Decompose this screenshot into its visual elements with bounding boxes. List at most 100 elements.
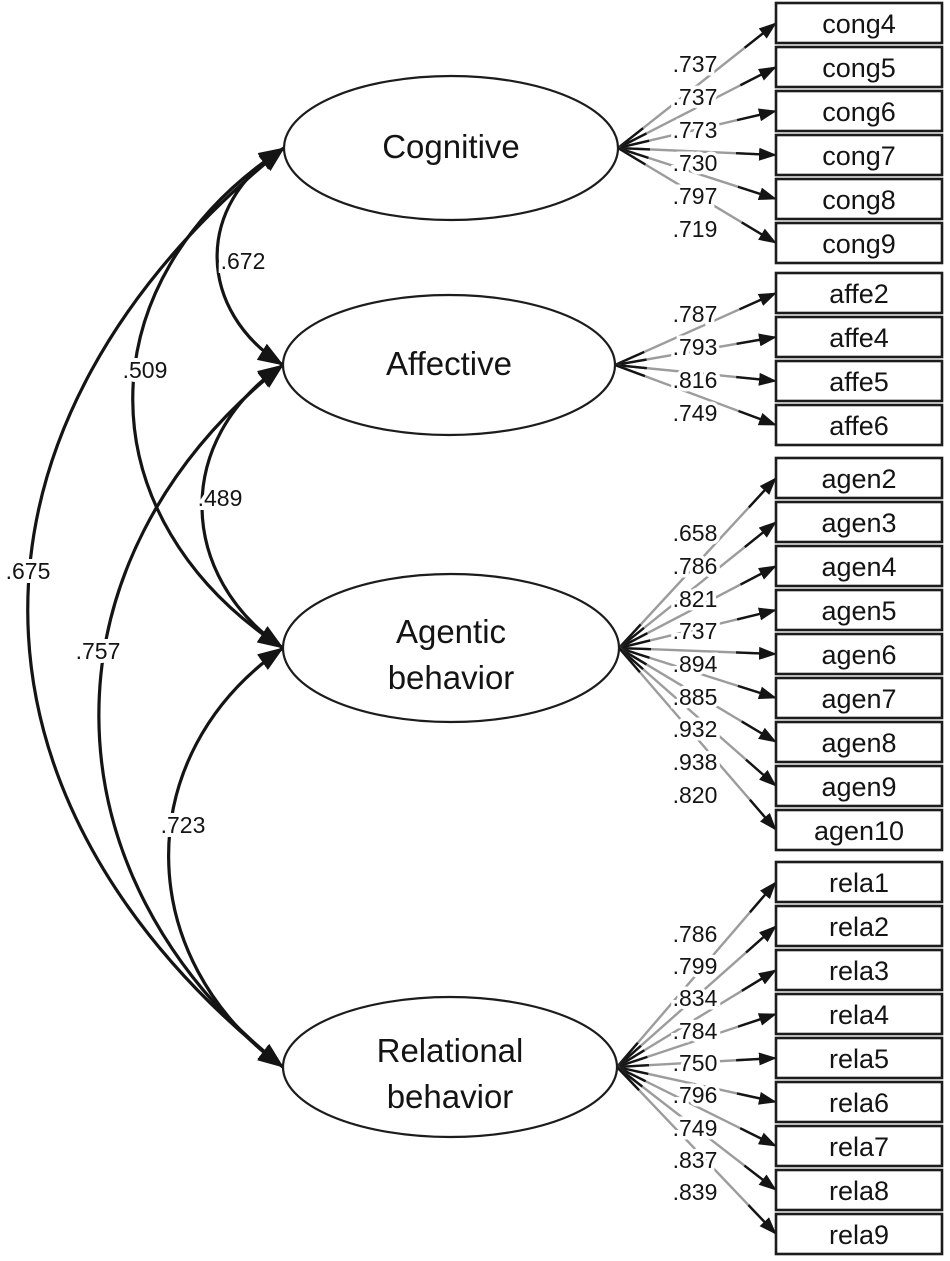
loading-path-start-agen6 — [618, 646, 652, 651]
loading-value-cong4: .737 — [673, 51, 718, 77]
loading-path-end-affe2 — [738, 298, 762, 311]
indicator-label-rela6: rela6 — [829, 1088, 889, 1118]
loading-value-cong6: .773 — [673, 117, 718, 143]
indicator-box-agen9 — [774, 764, 944, 808]
loading-path-end-affe6 — [738, 409, 762, 421]
loading-path-start-agen4 — [618, 632, 648, 650]
loading-path-start-affe4 — [614, 358, 647, 367]
loading-value-rela1: .786 — [673, 921, 718, 947]
loading-path-end-affe5 — [736, 375, 761, 381]
loading-path-start-rela4 — [616, 1055, 648, 1069]
loading-path-end-rela8 — [743, 1164, 765, 1182]
indicator-label-affe5: affe5 — [829, 367, 889, 397]
indicator-label-cong8: cong8 — [822, 185, 896, 215]
indicator-box-agen3 — [774, 500, 944, 544]
loading-path-end-affe4 — [736, 338, 761, 346]
indicator-box-affe2 — [774, 271, 944, 315]
indicator-label-affe6: affe6 — [829, 411, 889, 441]
indicator-label-agen10: agen10 — [814, 816, 904, 846]
correlation-arc-affective-relational — [97, 363, 284, 1069]
indicator-label-cong4: cong4 — [822, 9, 896, 39]
loading-value-rela8: .837 — [673, 1147, 718, 1173]
loading-value-cong8: .797 — [673, 183, 718, 209]
indicator-box-cong4 — [774, 1, 944, 45]
indicator-label-rela2: rela2 — [829, 912, 889, 942]
factor-ellipse-relational — [281, 995, 619, 1139]
loading-path-agen10 — [618, 647, 777, 831]
correlation-arc-cognitive-agentic — [131, 146, 285, 650]
indicator-box-agen7 — [774, 676, 944, 720]
indicator-box-cong8 — [774, 177, 944, 221]
loading-value-affe2: .787 — [673, 301, 718, 327]
loading-path-end-agen10 — [748, 798, 767, 819]
correlation-value-agentic-relational: .723 — [161, 812, 206, 838]
loading-value-agen10: .820 — [673, 782, 718, 808]
indicator-label-agen5: agen5 — [821, 596, 896, 626]
indicator-label-rela8: rela8 — [829, 1176, 889, 1206]
loading-value-affe5: .816 — [673, 367, 718, 393]
loading-value-agen8: .932 — [673, 716, 718, 742]
indicator-label-rela7: rela7 — [829, 1132, 889, 1162]
indicator-label-rela4: rela4 — [829, 1000, 889, 1030]
loading-path-end-agen2 — [747, 488, 767, 509]
loading-path-start-cong5 — [617, 132, 648, 150]
correlation-arc-cognitive-relational — [26, 146, 286, 1069]
loading-path-end-rela9 — [747, 1204, 766, 1224]
indicator-box-rela7 — [774, 1124, 944, 1168]
correlation-value-cognitive-affective: .672 — [221, 248, 266, 274]
indicator-label-agen2: agen2 — [821, 464, 896, 494]
indicator-label-rela1: rela1 — [829, 868, 889, 898]
indicator-label-agen8: agen8 — [821, 728, 896, 758]
indicator-box-rela1 — [774, 860, 944, 904]
indicator-box-rela9 — [774, 1212, 944, 1256]
loading-value-affe6: .749 — [673, 400, 718, 426]
loading-value-agen4: .821 — [673, 586, 718, 612]
indicator-label-agen9: agen9 — [821, 772, 896, 802]
loading-value-agen7: .885 — [673, 684, 718, 710]
loading-path-start-affe6 — [614, 363, 646, 378]
loading-path-end-agen9 — [745, 758, 765, 777]
loading-path-end-cong8 — [737, 185, 762, 196]
indicator-label-cong6: cong6 — [822, 97, 896, 127]
loading-value-rela6: .796 — [673, 1082, 718, 1108]
loading-path-start-cong6 — [617, 139, 650, 150]
indicator-label-agen6: agen6 — [821, 640, 896, 670]
correlation-arc-agentic-relational — [167, 646, 284, 1069]
loading-path-start-agen10 — [618, 647, 641, 674]
loading-path-start-cong9 — [617, 146, 647, 166]
correlation-value-cognitive-agentic: .509 — [123, 357, 168, 383]
indicator-box-agen2 — [774, 456, 944, 500]
indicator-label-cong7: cong7 — [822, 141, 896, 171]
loading-path-end-agen6 — [735, 651, 761, 655]
loading-path-start-affe2 — [614, 350, 645, 367]
loading-value-affe4: .793 — [673, 334, 718, 360]
loading-path-rela1 — [616, 881, 777, 1068]
indicator-box-rela5 — [774, 1036, 944, 1080]
loading-path-end-rela5 — [735, 1057, 761, 1062]
indicator-box-rela8 — [774, 1168, 944, 1212]
loading-value-agen5: .737 — [673, 618, 718, 644]
loading-path-start-cong8 — [617, 146, 649, 159]
loading-value-cong7: .730 — [673, 150, 718, 176]
indicator-box-agen10 — [774, 808, 944, 852]
loading-value-rela7: .749 — [673, 1115, 718, 1141]
indicator-box-agen6 — [774, 632, 944, 676]
indicator-box-cong9 — [774, 221, 944, 265]
loading-path-start-rela9 — [616, 1066, 640, 1092]
loading-path-end-rela6 — [736, 1092, 761, 1100]
loading-value-agen6: .894 — [673, 651, 718, 677]
loading-path-end-rela3 — [741, 977, 763, 992]
loading-value-agen9: .938 — [673, 749, 718, 775]
indicator-box-rela3 — [774, 948, 944, 992]
factor-label-relational-line1: Relational — [377, 1032, 524, 1069]
loading-path-start-agen5 — [618, 639, 651, 650]
indicator-label-agen4: agen4 — [821, 552, 896, 582]
loading-value-agen3: .786 — [673, 553, 718, 579]
loading-path-end-cong4 — [743, 31, 765, 49]
factor-label-affective-line1: Affective — [386, 345, 512, 382]
indicator-label-affe2: affe2 — [829, 279, 889, 309]
indicator-label-rela3: rela3 — [829, 956, 889, 986]
loading-path-end-agen3 — [744, 531, 765, 548]
indicator-label-rela9: rela9 — [829, 1220, 889, 1250]
